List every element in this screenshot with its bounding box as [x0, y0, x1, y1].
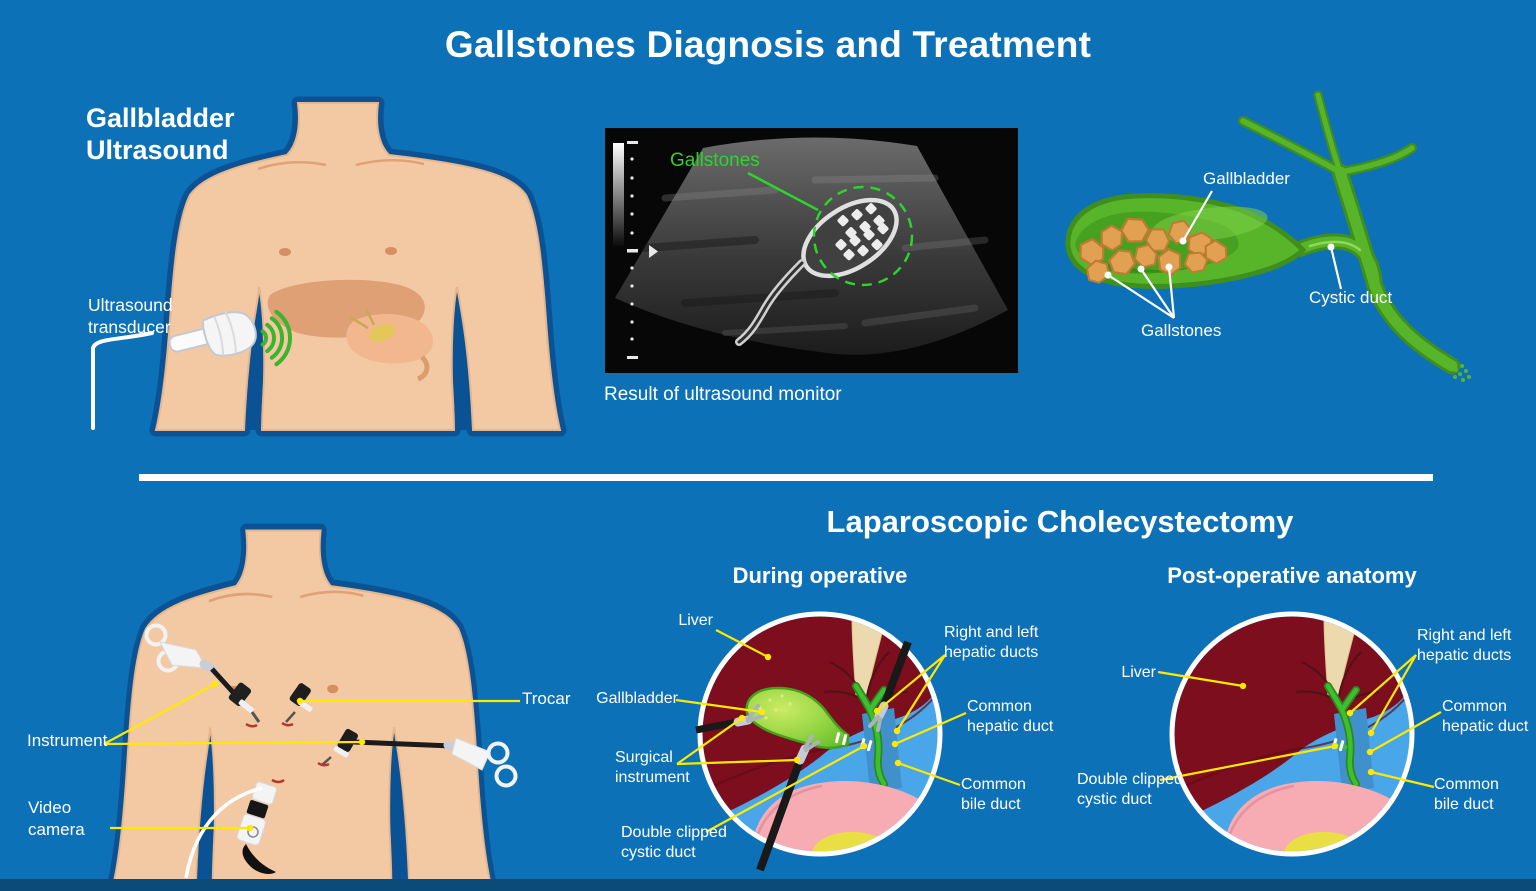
during-common-hepatic-label: Common hepatic duct: [967, 698, 1054, 735]
during-common-bile-label: Common bile duct: [961, 776, 1026, 813]
gallbladder-anatomy-illustration: [1065, 90, 1471, 382]
video-camera-label: Video camera: [28, 798, 85, 839]
abdominal-organs-illustration: [267, 279, 434, 382]
surgery-heading: Laparoscopic Cholecystectomy: [826, 504, 1294, 539]
post-common-hepatic-label: Common hepatic duct: [1442, 698, 1529, 735]
transducer-cable: [91, 331, 154, 430]
laparoscopy-instruments: [144, 623, 518, 879]
leader-lines: [103, 629, 1442, 833]
scale-ticks: [627, 141, 658, 359]
post-hepatic-ducts-label: Right and left hepatic ducts: [1417, 627, 1512, 664]
gallstones-highlight-circle: [812, 185, 914, 287]
anatomy-pointer-lines: [1107, 190, 1343, 319]
during-surgical-instrument-label: Surgical instrument: [615, 749, 690, 786]
cystic-duct-label: Cystic duct: [1309, 288, 1393, 307]
monitor-gallstones-annotation: Gallstones: [670, 150, 760, 171]
cystic-duct-clips: [835, 732, 873, 752]
instrument-label: Instrument: [27, 731, 108, 750]
post-liver-label: Liver: [1121, 664, 1156, 681]
during-operative-subtitle: During operative: [732, 563, 908, 588]
page-title: Gallstones Diagnosis and Treatment: [444, 24, 1092, 65]
trocar-label: Trocar: [522, 689, 571, 708]
ultrasound-heading: Gallbladder Ultrasound: [86, 103, 235, 166]
during-liver-label: Liver: [678, 612, 713, 629]
gallstones-in-gallbladder: [1075, 212, 1231, 289]
duct-cut-texture: [1453, 364, 1471, 382]
section-divider: [139, 474, 1433, 481]
anatomy-pointer-dots: [1104, 237, 1335, 279]
gallstones-pointer-line: [747, 171, 819, 212]
post-operative-illustration: [1132, 598, 1419, 876]
torso-laparoscopy-illustration: [114, 531, 490, 881]
during-hepatic-ducts-label: Right and left hepatic ducts: [944, 624, 1039, 661]
post-double-clipped-label: Double clipped cystic duct: [1077, 771, 1183, 808]
post-common-bile-label: Common bile duct: [1434, 776, 1499, 813]
bottom-strip: [0, 879, 1536, 891]
gallbladder-shape: [745, 686, 850, 750]
post-operative-subtitle: Post-operative anatomy: [1167, 563, 1417, 588]
ultrasound-monitor-illustration: [605, 128, 1018, 373]
during-double-clipped-label: Double clipped cystic duct: [621, 824, 727, 861]
gallstones-in-scan: [835, 203, 889, 261]
ultrasound-transducer-label: Ultrasound transducer: [88, 295, 173, 338]
cystic-duct-clips: [1331, 738, 1345, 752]
gallbladder-label: Gallbladder: [1203, 169, 1290, 188]
during-gallbladder-label: Gallbladder: [596, 690, 678, 707]
leader-dots: [211, 653, 1375, 832]
ultrasound-waves-icon: [260, 309, 293, 367]
gallstones-label: Gallstones: [1141, 321, 1222, 340]
monitor-caption: Result of ultrasound monitor: [604, 384, 842, 405]
